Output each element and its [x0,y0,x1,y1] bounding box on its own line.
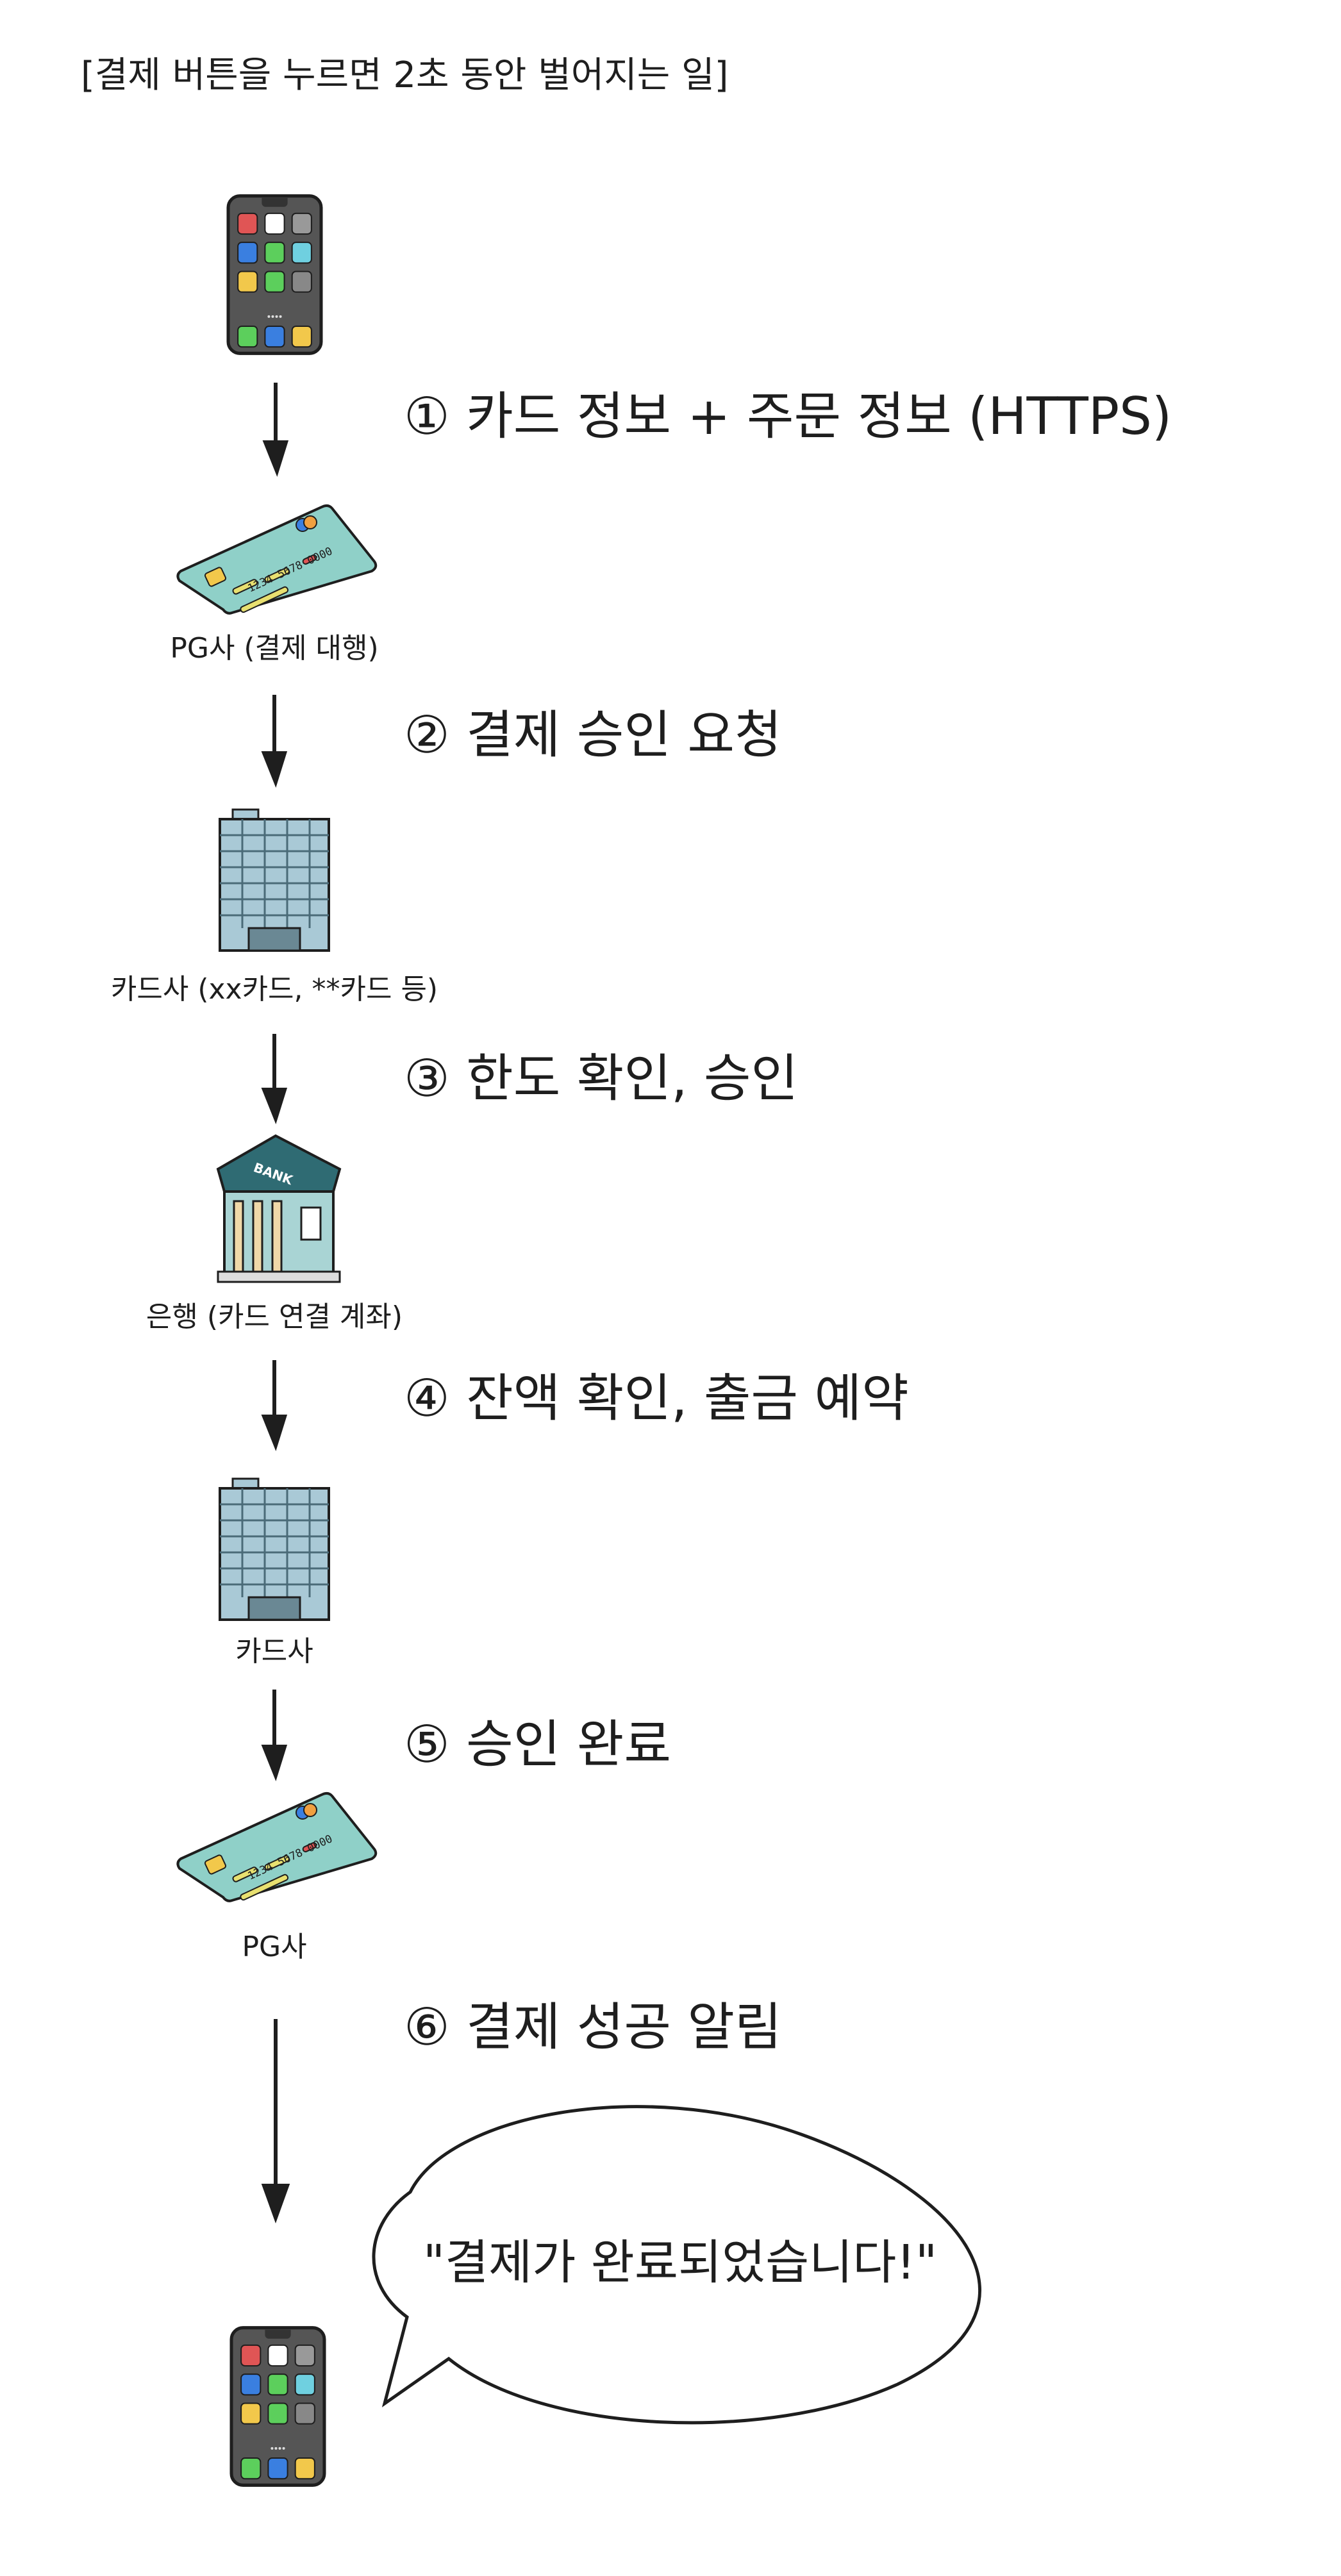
step-4-label: ④ 잔액 확인, 출금 예약 [404,1368,909,1428]
node-label-bank: 은행 (카드 연결 계좌) [146,1300,403,1333]
bank-icon: BANK [205,1131,346,1284]
credit-card-icon: 1234 5678 0000 [174,1788,379,1904]
arrow-1 [262,383,289,477]
arrow-3 [261,1034,288,1124]
node-label-card-company-2: 카드사 [235,1635,313,1668]
speech-bubble [372,2105,981,2425]
step-6-label: ⑥ 결제 성공 알림 [404,1997,782,2057]
step-3-label: ③ 한도 확인, 승인 [404,1049,799,1108]
speech-bubble-text: "결제가 완료되었습니다!" [423,2235,938,2290]
credit-card-icon: 1234 5678 0000 [174,501,379,616]
step-2-label: ② 결제 승인 요청 [404,705,782,765]
arrow-4 [261,1360,288,1451]
arrow-6 [261,2019,290,2223]
step-1-label: ① 카드 정보 + 주문 정보 (HTTPS) [404,386,1172,446]
node-label-pg-2: PG사 [242,1931,307,1963]
node-label-pg: PG사 (결제 대행) [170,632,379,665]
node-label-card-company: 카드사 (xx카드, **카드 등) [110,973,438,1006]
diagram-title: [결제 버튼을 누르면 2초 동안 벌어지는 일] [81,54,729,96]
step-5-label: ⑤ 승인 완료 [404,1715,671,1774]
arrow-2 [261,695,288,788]
arrow-5 [261,1690,288,1781]
